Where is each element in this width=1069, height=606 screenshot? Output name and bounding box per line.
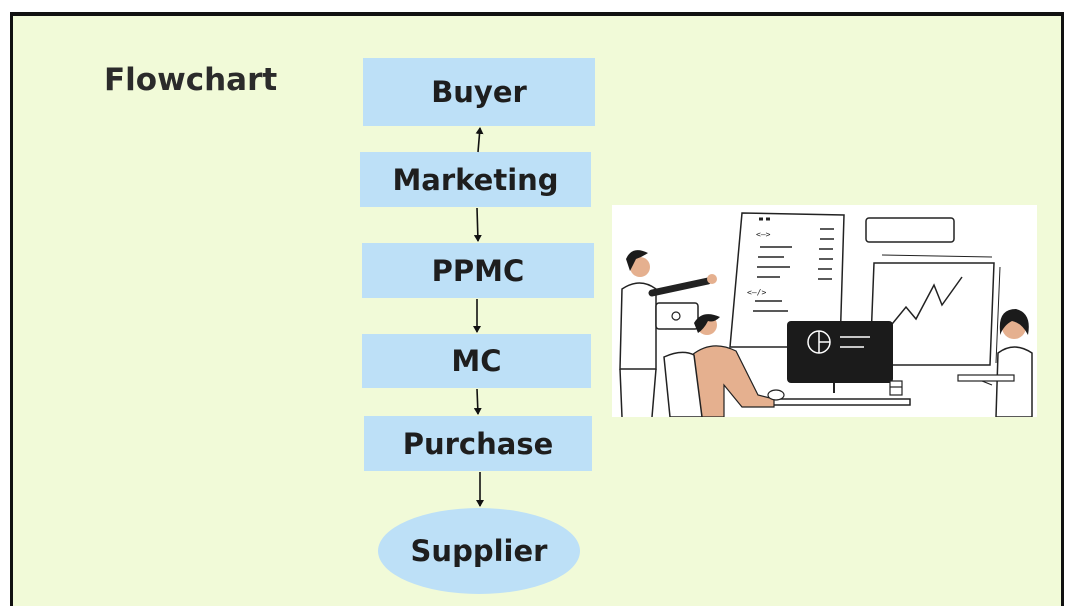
node-ppmc: PPMC bbox=[362, 243, 594, 298]
arrow-marketing-to-ppmc bbox=[473, 207, 482, 242]
arrow-mc-to-purchase bbox=[473, 388, 482, 415]
team-illustration: <—> <—/> bbox=[612, 205, 1037, 417]
seated-person-image bbox=[663, 314, 785, 417]
node-buyer: Buyer bbox=[363, 58, 595, 126]
woman-with-tablet-image bbox=[957, 309, 1033, 417]
node-supplier: Supplier bbox=[378, 508, 580, 594]
node-purchase: Purchase bbox=[364, 416, 592, 471]
coffee-cup-image bbox=[889, 380, 903, 396]
standing-person-image bbox=[619, 250, 717, 417]
label-box-image bbox=[865, 217, 955, 243]
page-title: Flowchart bbox=[104, 62, 278, 98]
code-panel-image bbox=[729, 212, 845, 348]
node-marketing: Marketing bbox=[360, 152, 591, 207]
code-tag-close: <—/> bbox=[747, 288, 766, 297]
arrow-marketing-to-buyer bbox=[475, 127, 484, 153]
code-tag-open: <—> bbox=[756, 230, 771, 239]
node-mc: MC bbox=[362, 334, 591, 388]
